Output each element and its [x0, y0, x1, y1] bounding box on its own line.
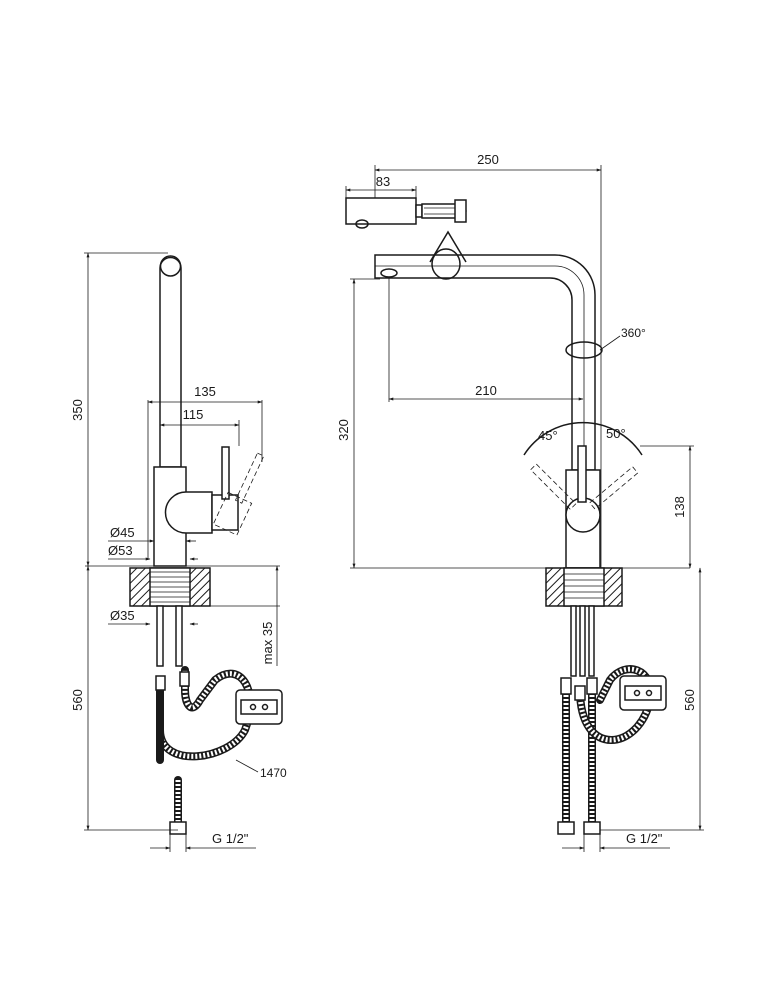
spout-arm: [374, 254, 596, 471]
spout-tube: [159, 256, 182, 468]
side-diameter-base-label: Ø53: [108, 543, 133, 558]
side-hose-depth-label: 560: [70, 689, 85, 711]
front-width-label: 250: [477, 152, 499, 167]
front-lever-height-label: 138: [672, 496, 687, 518]
side-reach-inner-label: 115: [183, 407, 204, 422]
front-lever-hub: [565, 497, 601, 533]
front-spout-height-label: 320: [336, 419, 351, 441]
front-lever-handle: [577, 445, 587, 503]
hose-weight: [235, 689, 283, 725]
side-hose-length-label: 1470: [260, 766, 287, 780]
front-hose-weight: [619, 675, 667, 711]
front-thread-label: G 1/2": [626, 831, 663, 846]
front-hose-depth-label: 560: [682, 689, 697, 711]
front-spray-label: 83: [376, 174, 390, 189]
front-spout-reach-label: 210: [475, 383, 497, 398]
side-diameter-shank-label: Ø35: [110, 608, 135, 623]
side-view: 350 135 115 Ø45 Ø53 Ø35 max 35 560 1470 …: [70, 252, 287, 852]
lever-handle: [221, 446, 230, 500]
spray-head-outlet: [380, 268, 398, 278]
side-reach-outer-label: 135: [194, 384, 216, 399]
side-thread-label: G 1/2": [212, 831, 249, 846]
side-diameter-body-label: Ø45: [110, 525, 135, 540]
front-rotation-label: 360°: [621, 326, 646, 340]
connector-nut: [169, 821, 187, 835]
front-lever-right-angle-label: 50°: [606, 426, 626, 441]
lever-cap: [211, 494, 239, 531]
side-max-thickness-label: max 35: [260, 622, 275, 665]
spray-rotation-indicator: [431, 248, 461, 280]
side-height-label: 350: [70, 399, 85, 421]
spout-rotation-indicator: [565, 341, 603, 359]
front-view: 360° 45° 50°: [336, 152, 704, 852]
lever-hub: [164, 491, 213, 534]
spout-top: [159, 255, 182, 277]
spray-head: [345, 197, 417, 225]
front-lever-left-angle-label: 45°: [538, 428, 558, 443]
